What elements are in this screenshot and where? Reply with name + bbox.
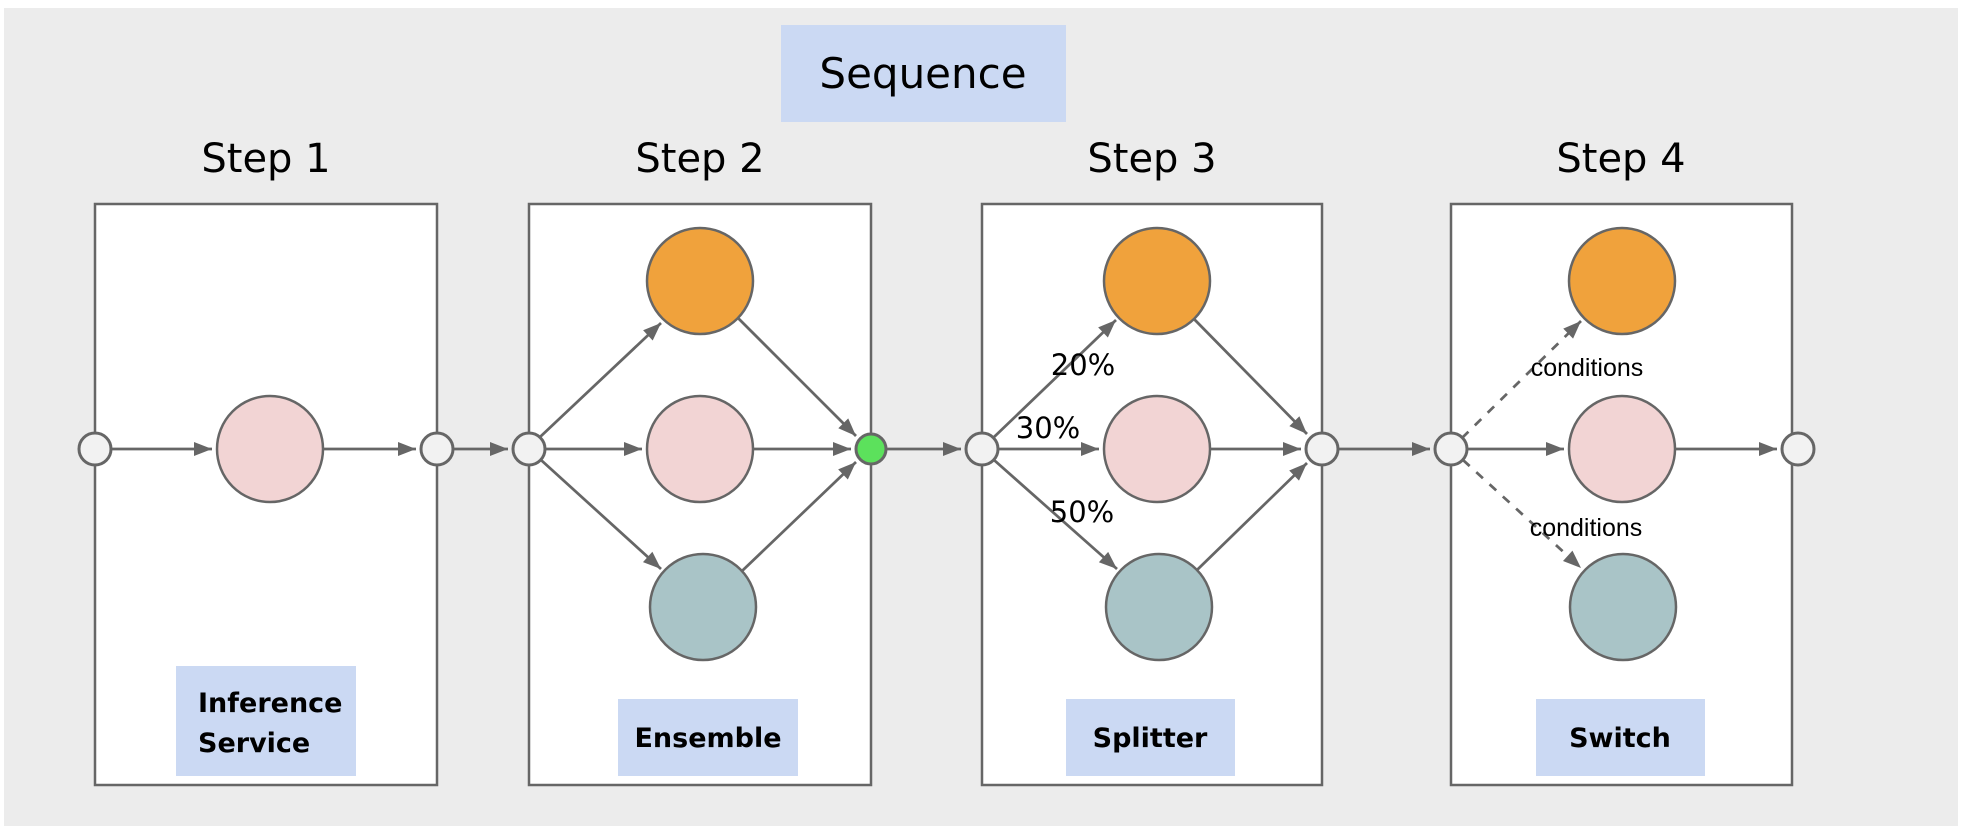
step-4-condition-label-top: conditions xyxy=(1531,354,1644,382)
step-2-edges xyxy=(539,317,857,572)
diagram-title: Sequence xyxy=(819,49,1026,98)
step-4-condition-label-bottom: conditions xyxy=(1530,514,1643,542)
step-4-label: Switch xyxy=(1569,723,1671,754)
edge-in-to-teal xyxy=(540,458,662,571)
step-3-pink-model-node xyxy=(1102,394,1212,504)
step-1-label-line-1: Inference xyxy=(198,688,343,719)
step-3-branch-label-30: 30% xyxy=(1016,411,1080,445)
step-2-group: Step 2 Ensemble xyxy=(511,136,888,787)
step-1-title: Step 1 xyxy=(201,136,330,182)
step-3-teal-model-node xyxy=(1104,552,1214,662)
step-4-pink-model-node xyxy=(1567,394,1677,504)
diagram-title-box xyxy=(781,25,1066,122)
edge-teal-to-ensemble xyxy=(741,461,857,572)
step-2-input-node xyxy=(511,431,547,467)
edge-orange-to-ensemble xyxy=(737,317,857,437)
step-4-orange-model-node xyxy=(1567,226,1677,336)
step-1-label-box xyxy=(176,666,356,776)
step-4-title: Step 4 xyxy=(1556,136,1685,182)
step-3-branch-label-50: 50% xyxy=(1050,495,1114,529)
step-4-label-box xyxy=(1536,699,1705,776)
step-3-group: Step 3 20% 30% 50% Splitter xyxy=(964,136,1340,787)
step-2-teal-model-node xyxy=(648,552,758,662)
step-1-pink-model-node xyxy=(215,394,325,504)
step-2-orange-model-node xyxy=(645,226,755,336)
edge-split-to-teal xyxy=(993,458,1118,571)
step-4-output-node xyxy=(1780,431,1816,467)
edge-teal-to-out xyxy=(1196,462,1308,571)
step-3-orange-model-node xyxy=(1102,226,1212,336)
step-1-group: Step 1 Inference Service xyxy=(77,136,455,787)
step-3-input-node xyxy=(964,431,1000,467)
step-2-label: Ensemble xyxy=(634,723,781,754)
edge-switch-to-teal-dashed xyxy=(1462,458,1582,570)
step-1-output-node xyxy=(419,431,455,467)
step-2-pink-model-node xyxy=(645,394,755,504)
step-3-title: Step 3 xyxy=(1087,136,1216,182)
step-3-branch-label-20: 20% xyxy=(1051,348,1115,382)
edge-in-to-orange xyxy=(539,321,662,439)
step-2-ensemble-merge-node xyxy=(854,432,888,466)
step-4-group: Step 4 conditions conditions Switch xyxy=(1433,136,1816,787)
step-3-output-node xyxy=(1304,431,1340,467)
edge-orange-to-out xyxy=(1193,318,1308,435)
step-3-label-box xyxy=(1066,699,1235,776)
step-1-input-node xyxy=(77,431,113,467)
step-3-label: Splitter xyxy=(1093,723,1208,754)
step-4-edges xyxy=(1461,320,1777,570)
step-1-label-line-2: Service xyxy=(198,728,310,759)
step-2-title: Step 2 xyxy=(635,136,764,182)
step-2-label-box xyxy=(618,699,798,776)
edge-split-to-orange xyxy=(992,319,1117,439)
step-3-edges xyxy=(992,318,1308,571)
step-4-teal-model-node xyxy=(1568,552,1678,662)
step-4-input-node xyxy=(1433,431,1469,467)
